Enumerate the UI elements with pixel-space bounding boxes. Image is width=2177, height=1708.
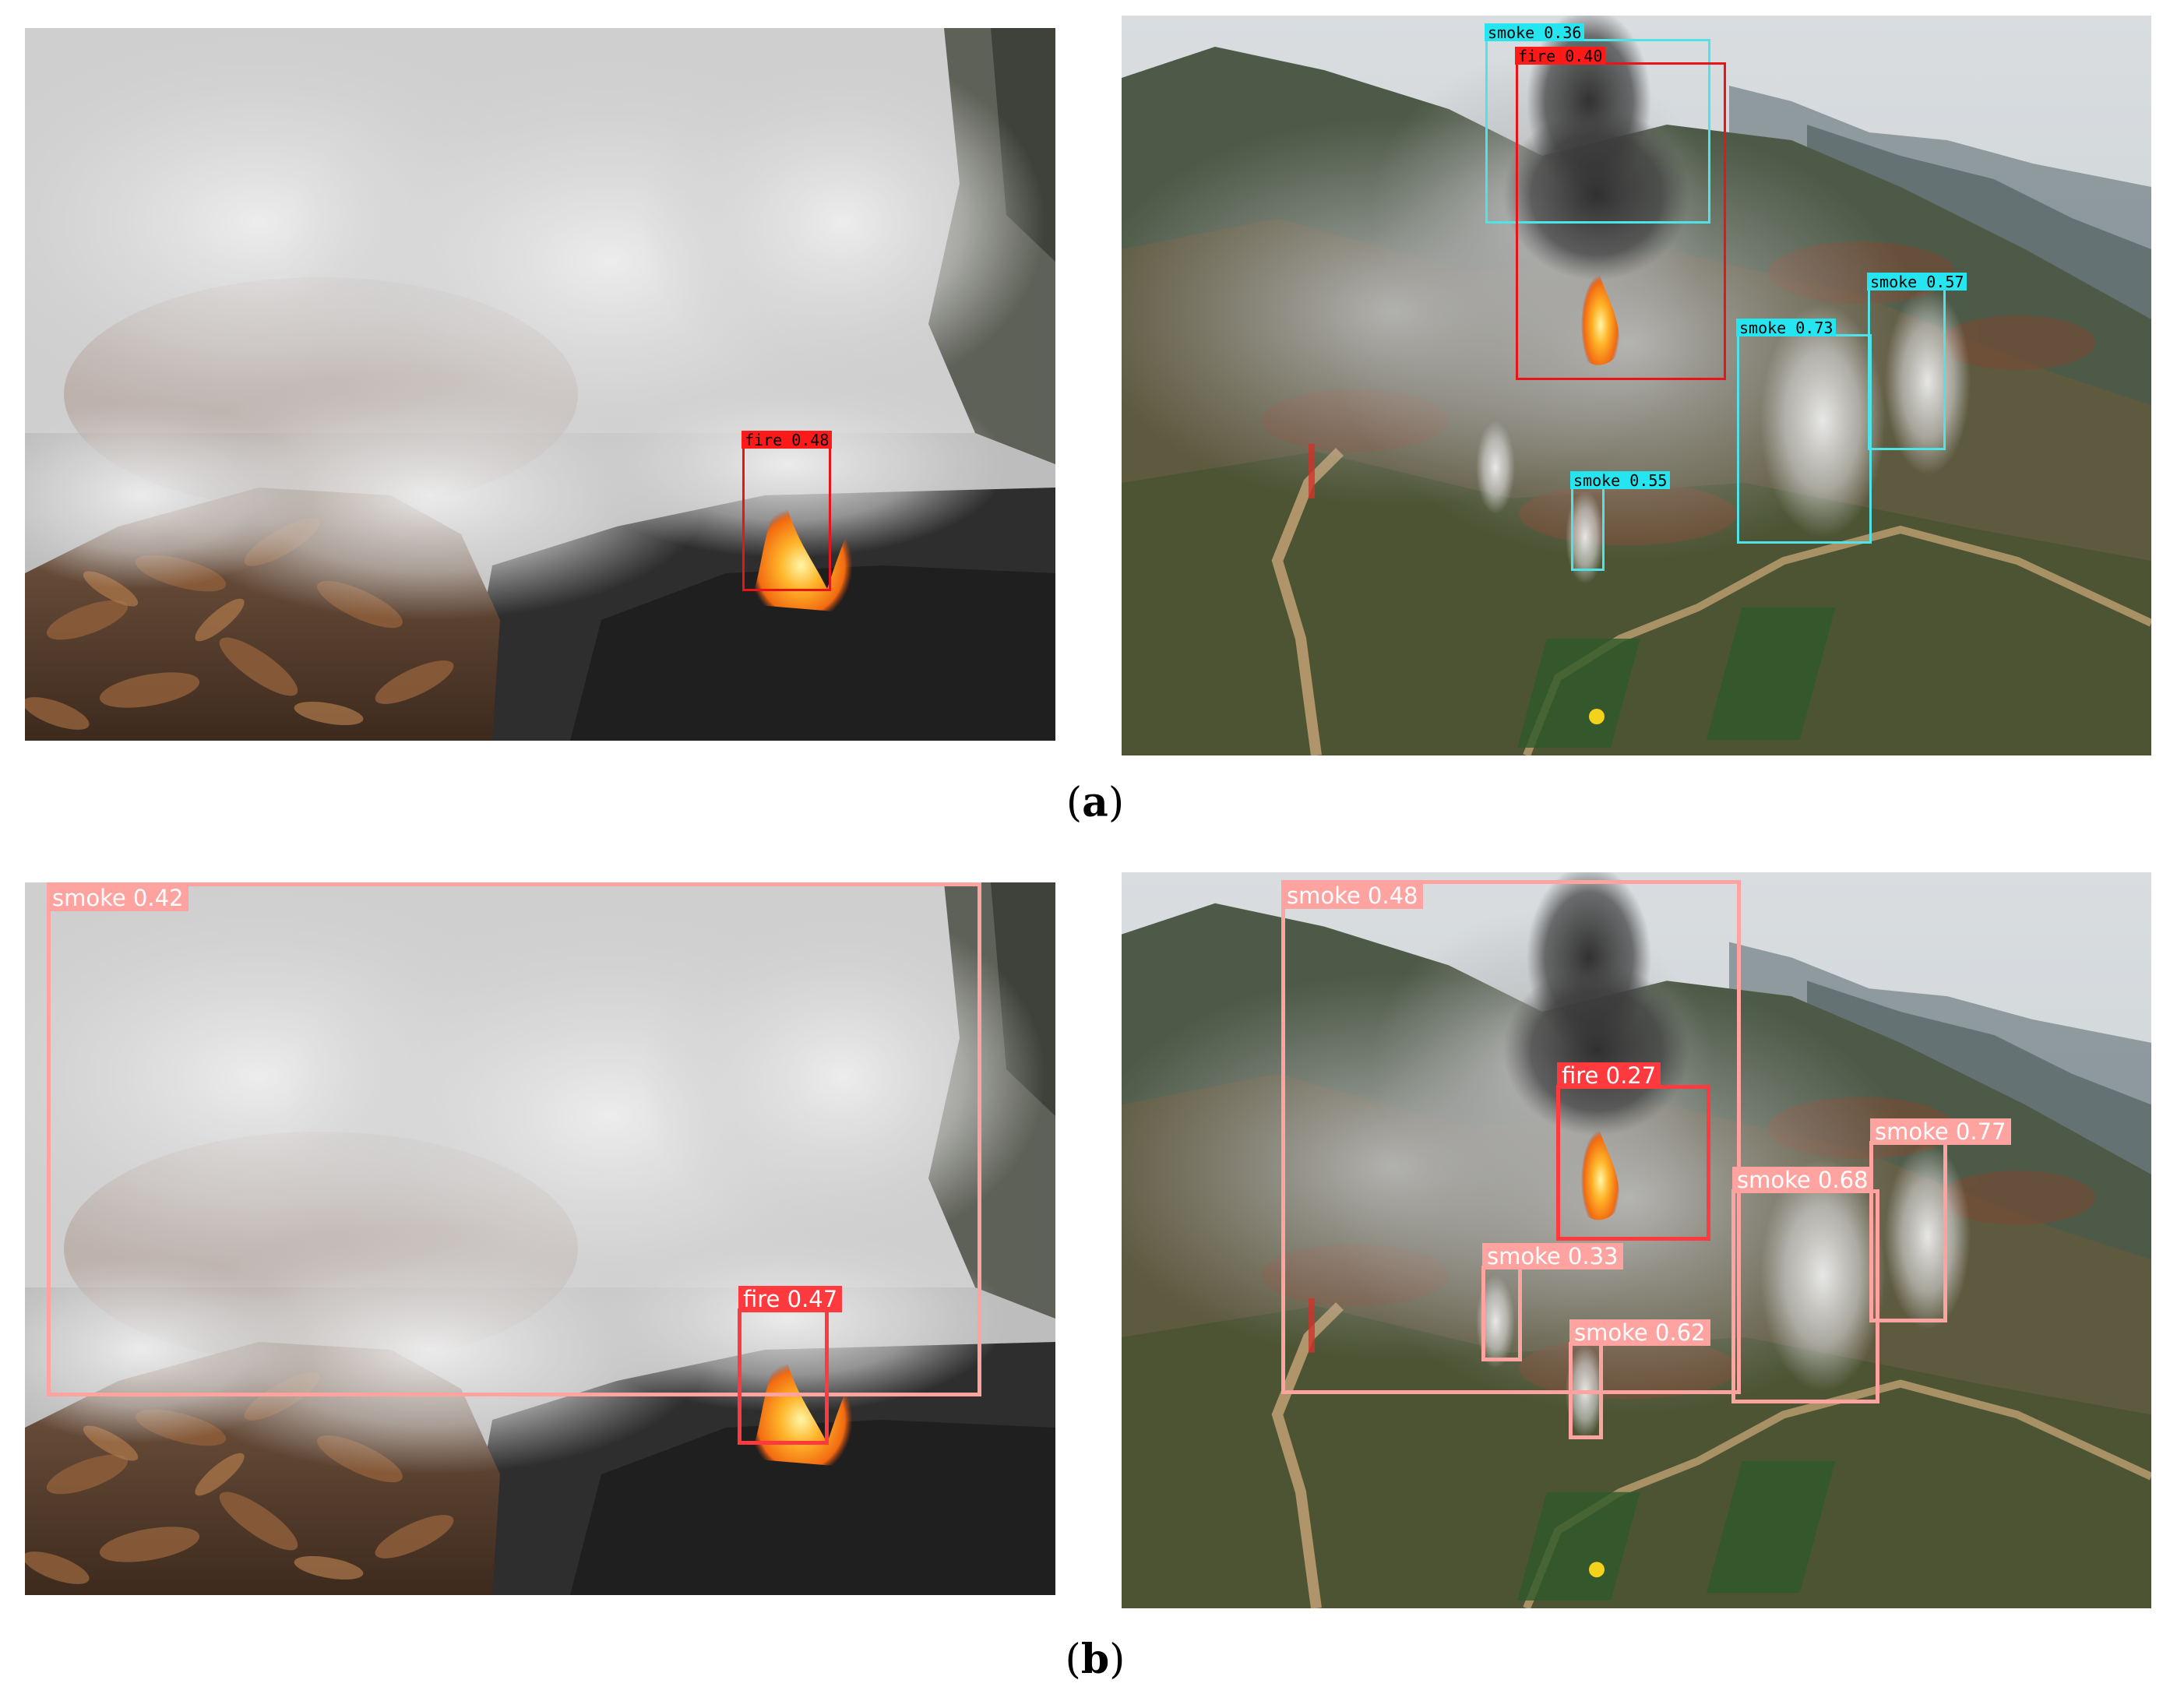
smoke-detection-box: smoke 0.36 — [1485, 23, 1710, 224]
detection-label: smoke 0.33 — [1482, 1243, 1623, 1270]
panel-b-left: smoke 0.42 fire 0.47 — [25, 882, 1055, 1595]
caption-letter: a — [1082, 779, 1108, 826]
detection-label: fire 0.40 — [1515, 47, 1606, 65]
leaf-pile-smoke-photo — [25, 28, 1055, 741]
smoke-detection-box: smoke 0.68 — [1731, 1167, 1879, 1403]
detection-label: smoke 0.48 — [1282, 882, 1423, 909]
smoke-detection-box: smoke 0.48 — [1281, 880, 1741, 1394]
detection-label: smoke 0.57 — [1867, 273, 1967, 291]
caption-letter: b — [1080, 1636, 1110, 1683]
panel-a-right: smoke 0.36 fire 0.40 smoke 0.57 smoke 0.… — [1122, 16, 2151, 755]
detection-label: fire 0.48 — [742, 431, 833, 449]
fire-detection-box: fire 0.47 — [738, 1286, 843, 1445]
detection-label: smoke 0.77 — [1870, 1118, 2011, 1145]
caption-b: (b) — [1065, 1636, 1125, 1683]
caption-a: (a) — [1066, 779, 1125, 826]
smoke-detection-box: smoke 0.33 — [1481, 1243, 1623, 1361]
detection-label: smoke 0.55 — [1570, 471, 1671, 489]
smoke-detection-box: smoke 0.73 — [1736, 319, 1872, 544]
detection-label: smoke 0.42 — [48, 885, 188, 911]
detection-label: smoke 0.68 — [1732, 1167, 1873, 1193]
detection-label: smoke 0.62 — [1569, 1319, 1710, 1346]
panel-a-left: fire 0.48 — [25, 28, 1055, 741]
fire-detection-box: fire 0.27 — [1556, 1062, 1710, 1241]
detection-label: fire 0.27 — [1557, 1062, 1661, 1089]
detection-label: smoke 0.73 — [1736, 319, 1837, 336]
smoke-detection-box: smoke 0.57 — [1867, 273, 1967, 450]
smoke-detection-box: smoke 0.55 — [1570, 471, 1671, 571]
detection-label: smoke 0.36 — [1485, 23, 1585, 41]
panel-b-right: smoke 0.48 fire 0.27 smoke 0.77 smoke 0.… — [1122, 872, 2151, 1608]
smoke-detection-box: smoke 0.62 — [1569, 1319, 1710, 1439]
fire-detection-box: fire 0.40 — [1515, 47, 1726, 380]
smoke-detection-box: smoke 0.42 — [47, 882, 981, 1396]
detection-label: fire 0.47 — [738, 1286, 843, 1312]
fire-detection-box: fire 0.48 — [742, 431, 833, 591]
smoke-detection-box: smoke 0.77 — [1869, 1118, 2011, 1322]
